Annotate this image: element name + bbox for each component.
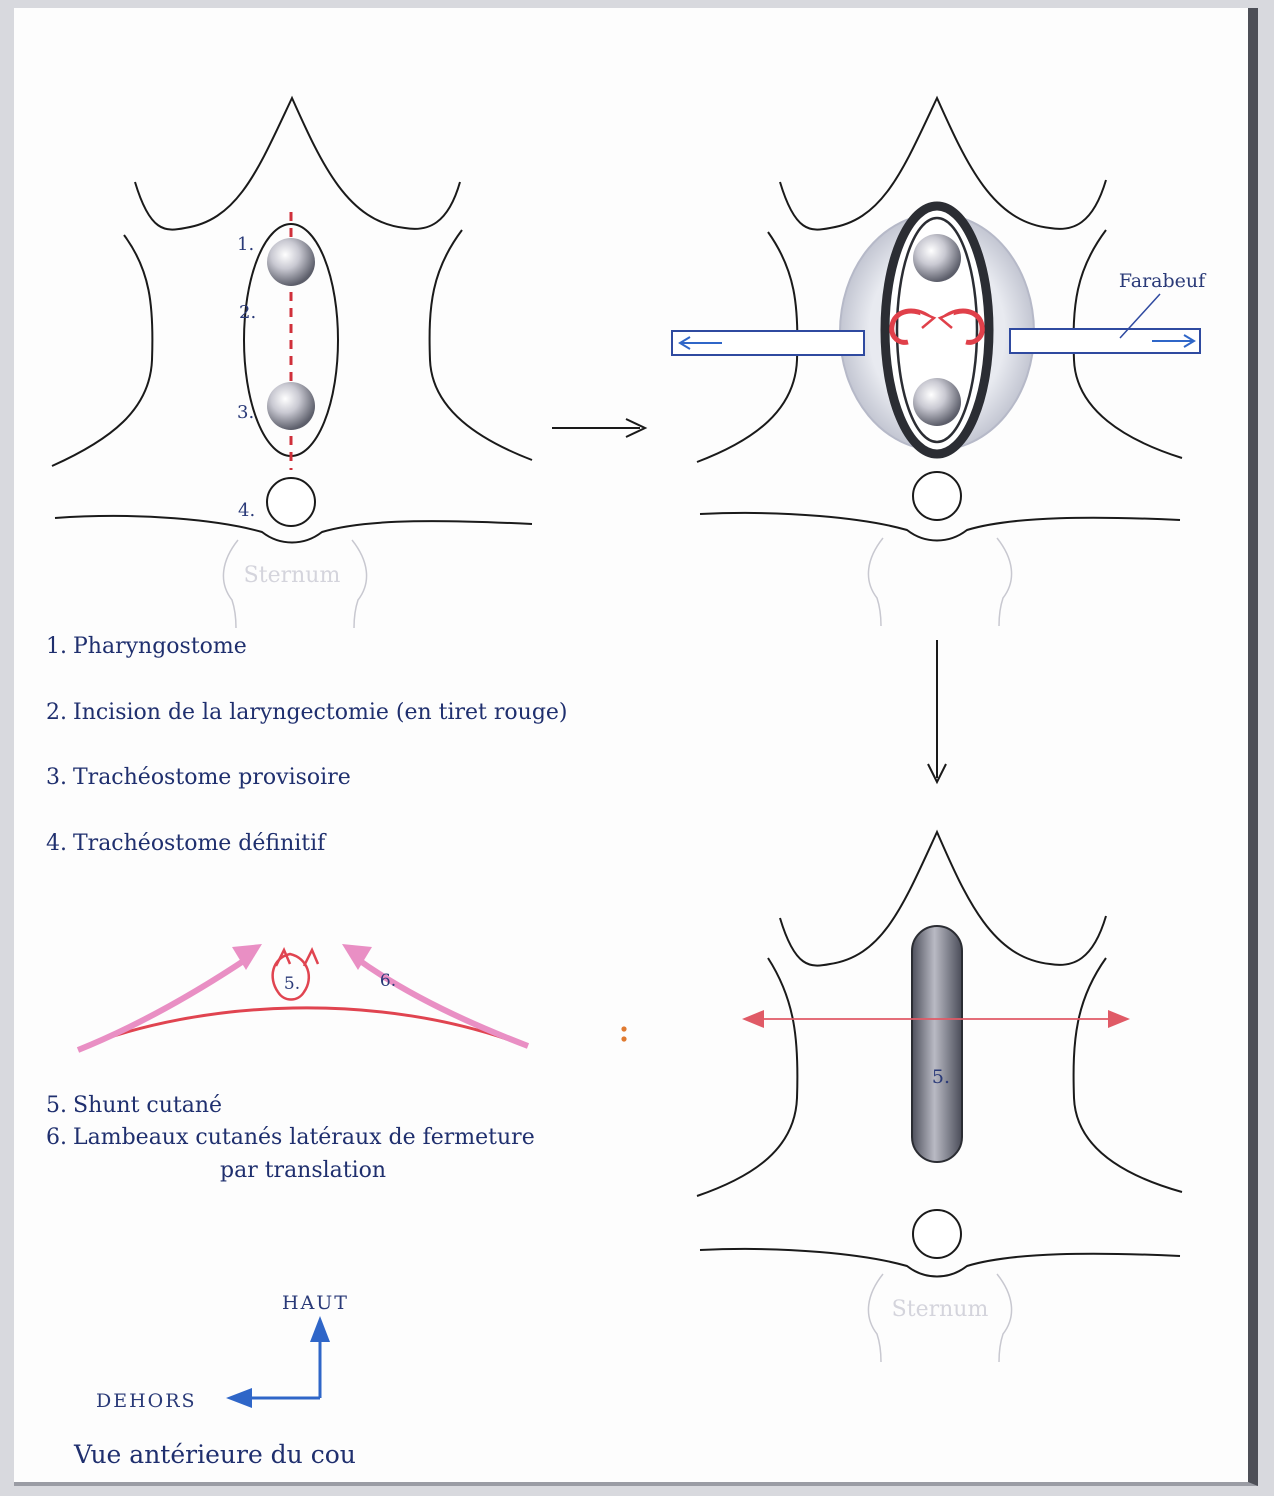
tracheostome-definitive-circle (267, 478, 315, 526)
neck-outline-left (697, 958, 797, 1196)
shunt-curl-arrowhead-right (304, 950, 318, 966)
legend-text: Trachéostome définitif (73, 831, 325, 856)
retractor-right (1010, 329, 1200, 353)
tracheostome-definitive-circle (913, 472, 961, 520)
legend-text: Pharyngostome (73, 634, 247, 659)
left-flap-arrow (78, 958, 248, 1050)
marker-4: 4. (238, 500, 255, 521)
legend-item-6: 6.Lambeaux cutanés latéraux de fermeture (46, 1125, 535, 1150)
up-arrow-icon (310, 1316, 330, 1342)
tracheostome-definitive-circle (913, 1210, 961, 1258)
panel-1-neck: Sternum 1. 2. 3. 4. (52, 98, 532, 628)
legend-text: Lambeaux cutanés latéraux de fermeture (73, 1125, 535, 1150)
legend-number: 1. (46, 634, 67, 659)
sternum-outline (868, 538, 1011, 626)
legend-item-2: 2.Incision de la laryngectomie (en tiret… (46, 700, 568, 725)
pharyngostome-ball (913, 234, 961, 282)
legend-text: Shunt cutané (73, 1093, 222, 1118)
legend-item-6-continuation: par translation (220, 1158, 386, 1183)
marker-3: 3. (237, 402, 254, 423)
flap-label: 6. (380, 971, 396, 991)
legend-item-3: 3.Trachéostome provisoire (46, 765, 351, 790)
legend-item-4: 4.Trachéostome définitif (46, 831, 325, 856)
sternum-label: Sternum (892, 1297, 989, 1322)
legend-number: 2. (46, 700, 67, 725)
orientation-axes (226, 1316, 330, 1408)
separator-colon (621, 1026, 626, 1041)
tracheostome-provisional-ball (913, 378, 961, 426)
neck-outline-right (1074, 958, 1182, 1192)
sternum-label: Sternum (244, 563, 341, 588)
cutaneous-shunt (912, 926, 962, 1162)
pharyngostome-ball (267, 238, 315, 286)
marker-1: 1. (237, 234, 254, 255)
panel-3-neck: Sternum 5. (697, 832, 1182, 1362)
panel-2-neck: Farabeuf (672, 98, 1207, 626)
tracheostome-provisional-ball (267, 382, 315, 430)
retractor-left (672, 331, 864, 355)
legend-number: 6. (46, 1125, 67, 1150)
marker-2: 2. (239, 302, 256, 323)
shunt-label: 5. (284, 974, 300, 994)
arrow-down-icon (928, 640, 946, 782)
neck-outline-left (52, 235, 152, 466)
orientation-out-label: DEHORS (96, 1390, 197, 1412)
legend-item-1: 1.Pharyngostome (46, 634, 247, 659)
legend-number: 5. (46, 1093, 67, 1118)
flap-schematic: 5. 6. (78, 944, 528, 1050)
farabeuf-label: Farabeuf (1119, 270, 1207, 292)
legend-number: 4. (46, 831, 67, 856)
neck-outline-upper (135, 98, 460, 230)
neck-outline-right (430, 230, 532, 460)
orientation-up-label: HAUT (282, 1292, 349, 1314)
shunt-marker: 5. (932, 1066, 950, 1088)
legend-text: Trachéostome provisoire (73, 765, 351, 790)
legend-number: 3. (46, 765, 67, 790)
legend-item-5: 5.Shunt cutané (46, 1093, 222, 1118)
legend-text: Incision de la laryngectomie (en tiret r… (73, 700, 568, 725)
figure-caption: Vue antérieure du cou (74, 1440, 356, 1469)
arrow-right-icon (552, 419, 645, 437)
left-arrow-icon (226, 1388, 252, 1408)
